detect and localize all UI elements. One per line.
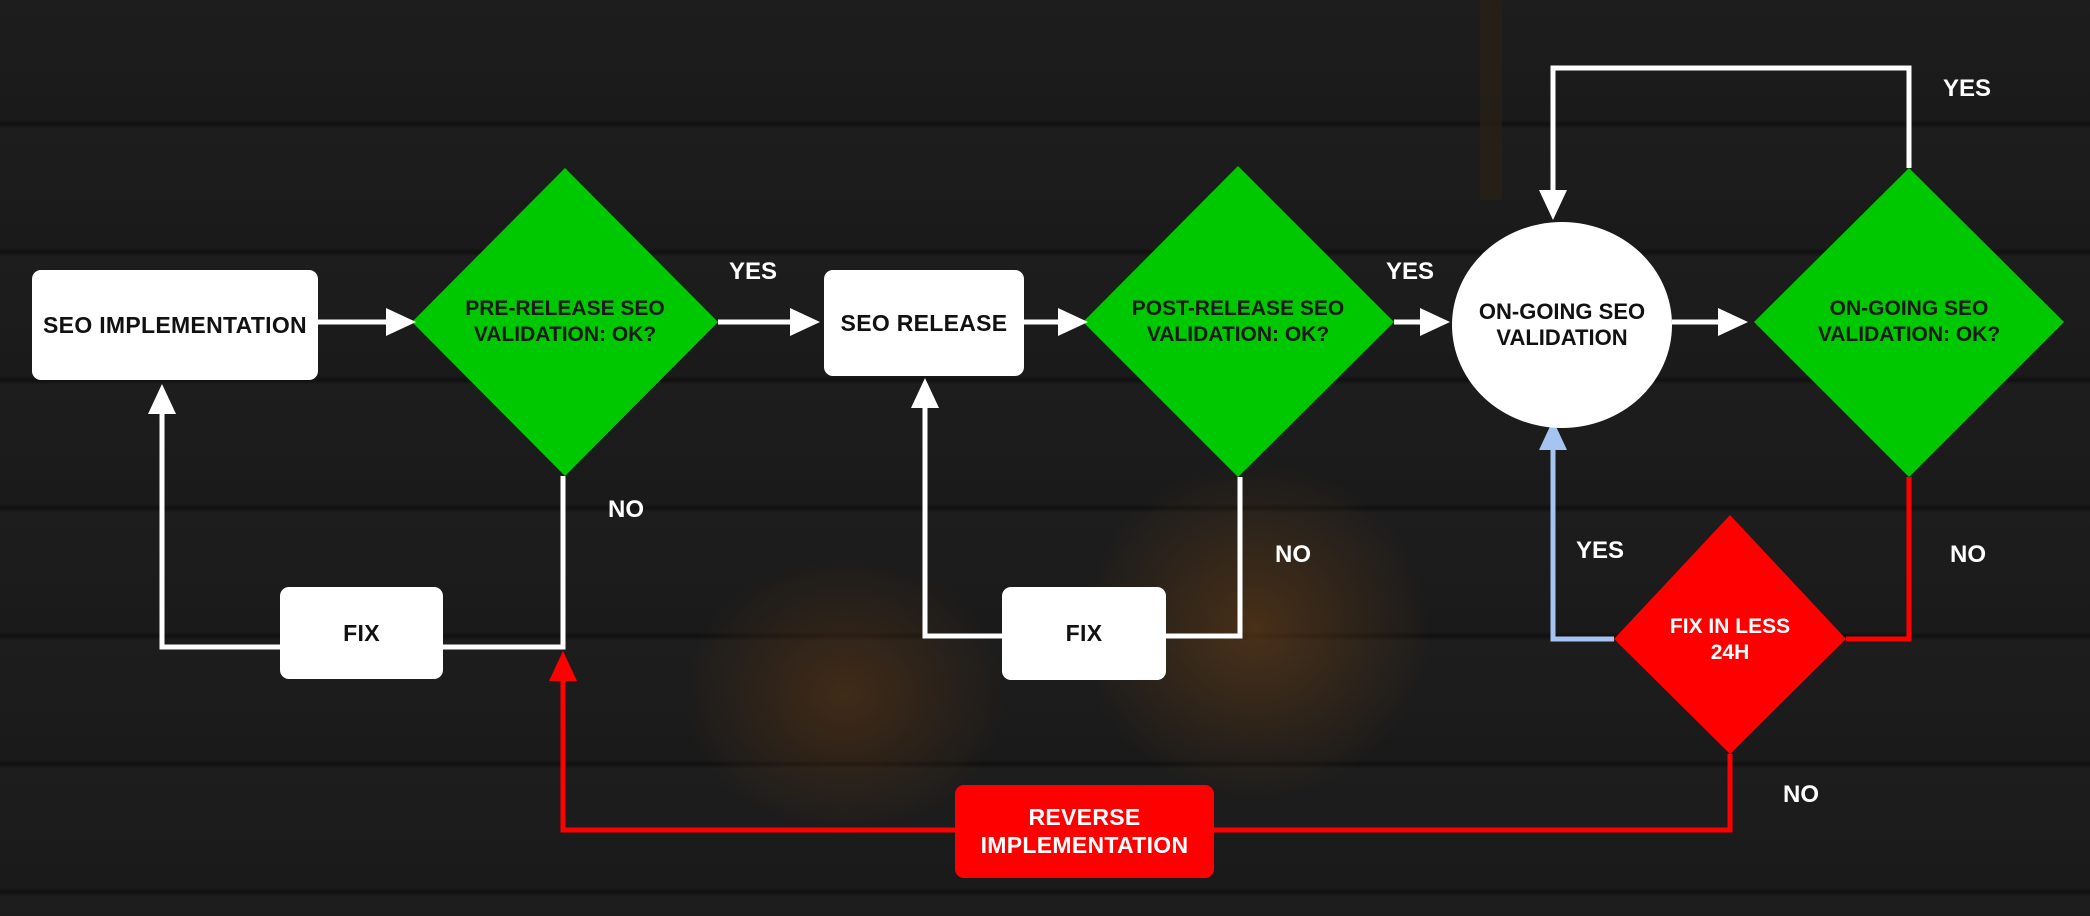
arrowhead: [1539, 420, 1567, 450]
arrowhead: [790, 308, 820, 336]
ongoing-no-label: NO: [1950, 541, 1986, 568]
pre-release-yes-label: YES: [729, 258, 778, 285]
edge-fix24-yes-to-ongoing: [1550, 446, 1614, 642]
fix-in-less-24h-label: FIX IN LESS 24H: [1669, 614, 1791, 664]
seo-implementation-box: SEO IMPLEMENTATION: [32, 270, 318, 380]
pre-release-no-label: NO: [608, 496, 644, 523]
fix-box-pre-release: FIX: [280, 587, 443, 679]
edge-pre-no-to-fix: [443, 476, 566, 650]
ongoing-decision-label: ON-GOING SEO VALIDATION: OK?: [1817, 296, 2001, 346]
arrowhead: [386, 308, 416, 336]
post-release-yes-label: YES: [1386, 258, 1435, 285]
fix-in-less-24h-diamond: [1614, 515, 1846, 754]
edge-fix-to-impl: [159, 410, 280, 650]
ongoing-decision-diamond: [1754, 168, 2064, 477]
pre-release-decision-diamond: [412, 168, 718, 476]
ongoing-yes-label: YES: [1943, 75, 1992, 102]
fix24-no-label: NO: [1783, 781, 1819, 808]
arrowhead: [1718, 308, 1748, 336]
edge-ongoing-yes-loop: [1550, 65, 1912, 198]
ongoing-seo-validation-circle: ON-GOING SEO VALIDATION: [1452, 222, 1672, 428]
post-release-decision-label: POST-RELEASE SEO VALIDATION: OK?: [1131, 296, 1345, 346]
arrowhead: [549, 651, 577, 681]
post-release-decision-diamond: [1083, 166, 1394, 477]
broom-handle: [1480, 0, 1502, 200]
post-release-no-label: NO: [1275, 541, 1311, 568]
reverse-implementation-box: REVERSE IMPLEMENTATION: [955, 785, 1214, 878]
arrowhead: [1058, 308, 1088, 336]
arrowhead: [148, 384, 176, 414]
seo-release-box: SEO RELEASE: [824, 270, 1024, 376]
arrowhead: [911, 378, 939, 408]
edge-ongoing-no-to-fix24: [1846, 477, 1912, 642]
fix24-yes-label: YES: [1576, 537, 1625, 564]
fix-box-post-release: FIX: [1002, 587, 1166, 680]
arrowhead: [1420, 308, 1450, 336]
edge-fix24-no-to-reverse: [1214, 754, 1733, 833]
arrowhead: [1539, 190, 1567, 220]
edge-post-no-to-fix: [1166, 477, 1243, 639]
edge-reverse-to-pre-no: [560, 675, 955, 833]
pre-release-decision-label: PRE-RELEASE SEO VALIDATION: OK?: [465, 296, 665, 346]
edge-fix-to-release: [922, 404, 1002, 639]
